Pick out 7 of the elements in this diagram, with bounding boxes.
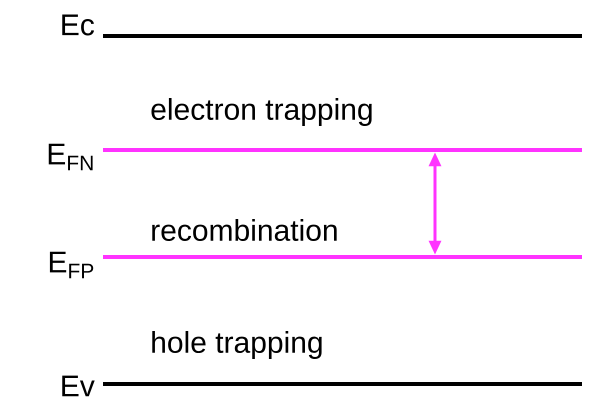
level-label: E$_{FP}$ <box>50 252 94 278</box>
region-label: recombination <box>152 218 337 241</box>
region-label: hole trapping <box>152 331 322 359</box>
level-label: Ev <box>62 376 95 396</box>
level-label: Ec <box>62 14 94 36</box>
level-label: E$_{FN}$ <box>48 144 93 170</box>
region-label: electron trapping <box>151 98 372 126</box>
